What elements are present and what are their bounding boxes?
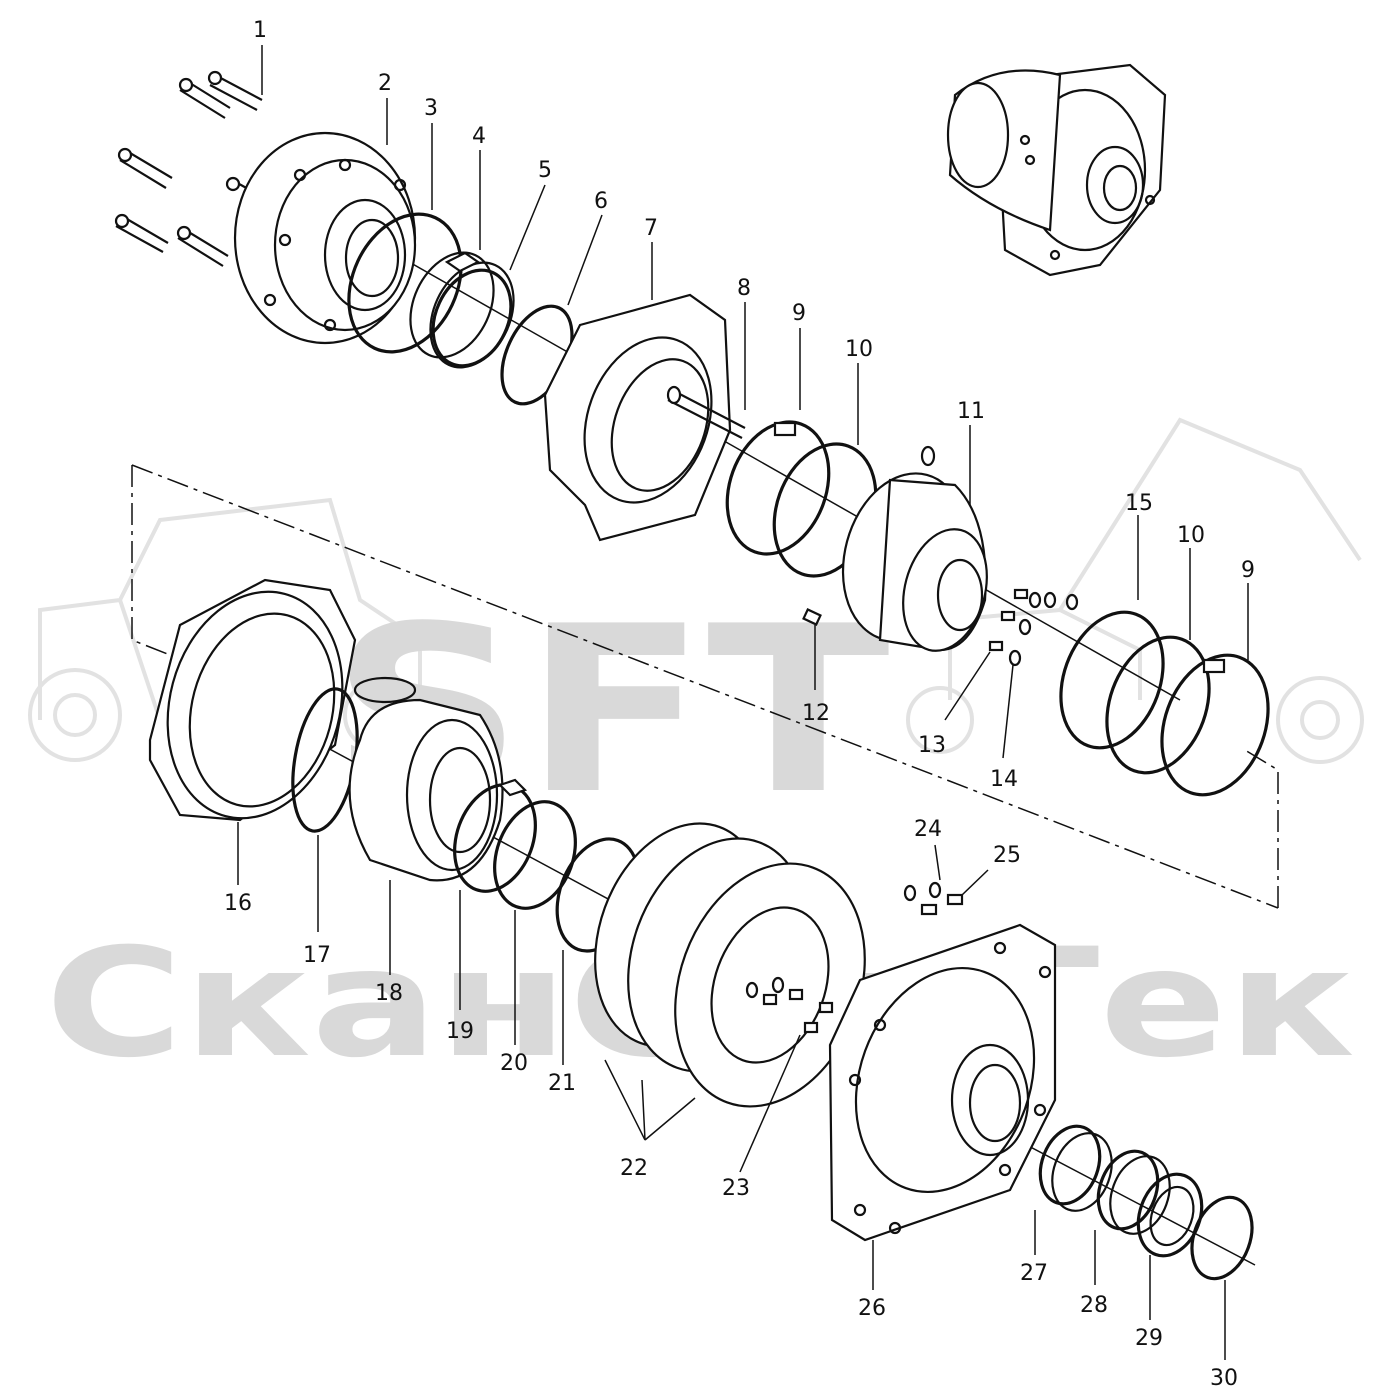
callout-17: 17 <box>303 943 331 968</box>
callout-13: 13 <box>918 733 946 758</box>
part-24-o-rings <box>903 881 942 902</box>
callout-5: 5 <box>538 158 552 183</box>
part-14-o-rings <box>1008 591 1079 667</box>
callout-15: 15 <box>1125 491 1153 516</box>
callout-9-lower: 9 <box>1241 558 1255 583</box>
callout-30: 30 <box>1210 1366 1238 1391</box>
callout-28: 28 <box>1080 1293 1108 1318</box>
part-27-seal <box>1038 1124 1113 1212</box>
callout-18: 18 <box>375 981 403 1006</box>
callout-10-upper: 10 <box>845 337 873 362</box>
callout-labels: 1 2 3 4 5 6 7 8 9 10 11 12 13 14 15 10 9… <box>224 18 1255 1391</box>
callout-23: 23 <box>722 1176 750 1201</box>
callout-27: 27 <box>1020 1261 1048 1286</box>
callout-26: 26 <box>858 1296 886 1321</box>
callout-7: 7 <box>644 216 658 241</box>
part-9-ring-lower <box>1160 653 1270 797</box>
callout-8: 8 <box>737 276 751 301</box>
callout-21: 21 <box>548 1071 576 1096</box>
callout-6: 6 <box>594 189 608 214</box>
part-2-housing <box>233 131 417 345</box>
callout-14: 14 <box>990 767 1018 792</box>
part-7-flange <box>543 293 732 542</box>
part-8-pin <box>666 385 746 439</box>
part-20-ring <box>493 800 577 910</box>
callout-25: 25 <box>993 843 1021 868</box>
callout-24: 24 <box>914 817 942 842</box>
part-26-cover <box>828 923 1057 1242</box>
callout-29: 29 <box>1135 1326 1163 1351</box>
callout-2: 2 <box>378 71 392 96</box>
leader-lines <box>237 45 1249 1360</box>
callout-22: 22 <box>620 1156 648 1181</box>
callout-19: 19 <box>446 1019 474 1044</box>
assembled-view-inset <box>946 63 1167 277</box>
part-12-plug <box>802 608 822 626</box>
callout-4: 4 <box>472 124 486 149</box>
callout-1: 1 <box>253 18 267 43</box>
callout-11: 11 <box>957 399 985 424</box>
callout-3: 3 <box>424 96 438 121</box>
part-25-pins <box>920 893 964 916</box>
part-13-pins <box>988 588 1029 652</box>
part-28-seal <box>1096 1149 1171 1235</box>
part-16-flange <box>148 578 357 822</box>
callout-9-upper: 9 <box>792 301 806 326</box>
callout-20: 20 <box>500 1051 528 1076</box>
callout-10-lower: 10 <box>1177 523 1205 548</box>
part-22-discs <box>594 822 866 1108</box>
part-30-circlip <box>1190 1195 1254 1281</box>
part-3-o-ring <box>347 212 463 354</box>
part-10-ring-lower <box>1105 635 1211 775</box>
part-11-piston <box>841 445 988 652</box>
excavator-watermark-right <box>906 417 1364 764</box>
part-9-ring-upper <box>725 420 831 556</box>
part-18-piston <box>348 698 504 882</box>
part-15-ring <box>1059 610 1165 750</box>
part-5-ring <box>431 268 513 368</box>
assembly-chain-line <box>131 465 171 656</box>
part-19-ring <box>453 778 537 893</box>
callout-16: 16 <box>224 891 252 916</box>
callout-12: 12 <box>802 701 830 726</box>
